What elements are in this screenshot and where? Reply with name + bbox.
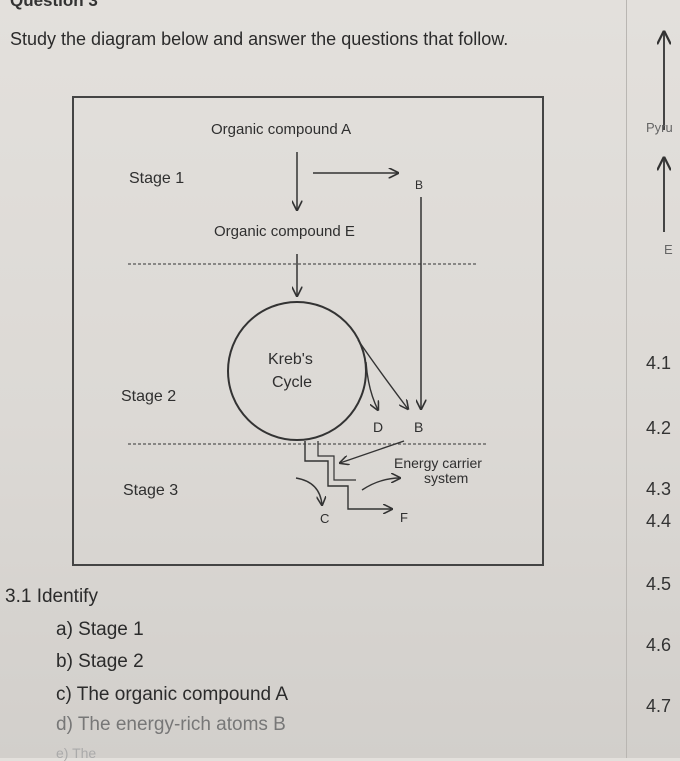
right-number-4-7: 4.7 [646,696,672,716]
right-number-4-1: 4.1 [646,353,672,373]
right-number-4-5: 4.5 [646,574,672,594]
arrow-cycle-to-b [357,339,408,409]
instruction-text: Study the diagram below and answer the q… [10,29,509,49]
krebs-cycle-circle [227,301,367,441]
label-c: C [320,511,329,526]
question-3-1-e: e) The [56,745,97,761]
arrow-energy-system [361,478,400,491]
label-organic-compound-e: Organic compound E [214,223,355,240]
label-system: system [424,470,468,486]
right-number-4-3: 4.3 [646,479,672,499]
label-b-bottom: B [414,419,423,435]
label-b-top: B [415,178,423,192]
label-energy-carrier: Energy carrier [394,455,482,471]
label-d: D [373,419,383,435]
question-3-1-b: b) Stage 2 [56,651,144,672]
stage3-stepped-line-2 [317,441,356,481]
right-page-arrows [640,20,680,232]
label-organic-compound-a: Organic compound A [211,121,351,138]
question-3-1: 3.1 Identify [5,586,98,607]
label-stage-2: Stage 2 [121,388,176,405]
right-number-4-6: 4.6 [646,635,672,655]
right-label-pyru: Pyru [646,120,673,135]
question-heading: Question 3 [10,0,98,10]
right-label-e: E [664,242,673,257]
page-divider [626,0,627,758]
arrow-to-c [295,477,322,505]
respiration-diagram: Organic compound A Stage 1 B Organic com… [72,96,544,566]
right-number-4-2: 4.2 [646,418,672,438]
diagram-frame [72,96,544,566]
right-number-4-4: 4.4 [646,511,672,531]
arrow-energy-carrier [340,440,405,463]
question-3-1-d: d) The energy-rich atoms B [56,714,286,735]
arrow-cycle-to-d [365,361,378,410]
label-stage-1: Stage 1 [129,170,184,187]
question-3-1-c: c) The organic compound A [56,684,289,705]
stage3-stepped-line [304,441,392,509]
label-cycle: Cycle [272,374,312,391]
label-stage-3: Stage 3 [123,482,178,499]
question-3-1-a: a) Stage 1 [56,619,144,640]
label-f: F [400,510,408,525]
label-krebs: Kreb's [268,351,313,368]
